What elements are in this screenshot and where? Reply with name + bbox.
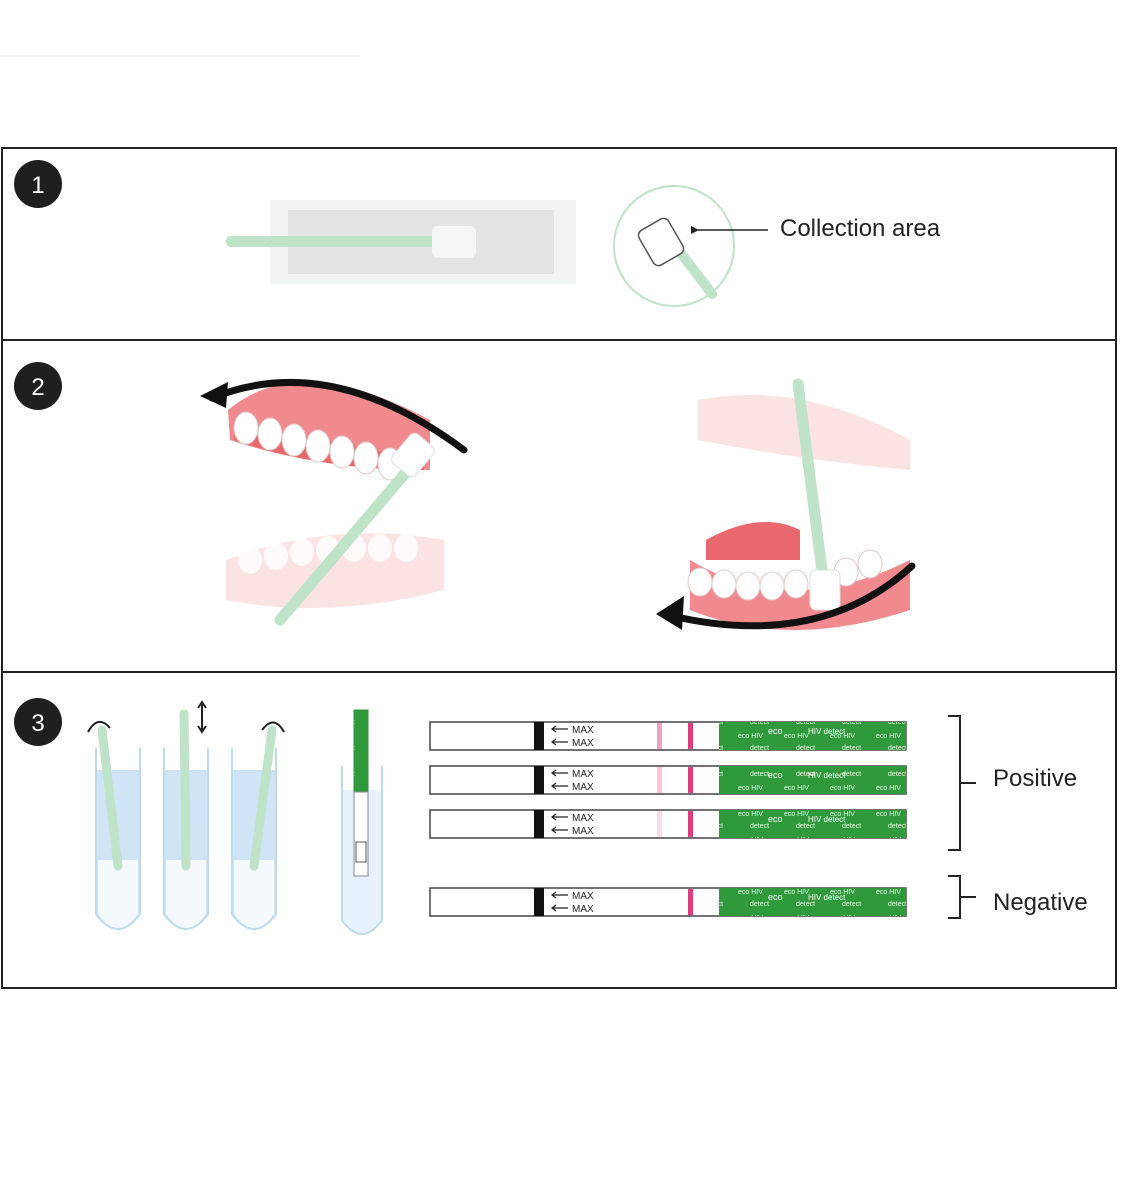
- detect-label: HIV detect: [808, 893, 846, 902]
- max-line: [534, 766, 544, 794]
- arrow-icon: [551, 738, 568, 746]
- max-line: [534, 810, 544, 838]
- strip-handle: [719, 722, 906, 750]
- arrowhead-icon: [656, 596, 684, 630]
- negative-label: Negative: [993, 889, 1088, 916]
- arrow-icon: [551, 813, 568, 821]
- max-label: MAX: [572, 769, 594, 780]
- arrowhead-icon: [200, 382, 228, 408]
- brand-label: eco: [768, 892, 783, 902]
- curved-arrow-icon: [668, 562, 916, 630]
- step-2-panel: 2: [1, 339, 1117, 673]
- curved-arrow-icon: [208, 379, 468, 454]
- rotate-arrow-icon: [261, 721, 285, 733]
- positive-bracket: [948, 715, 976, 851]
- max-label: MAX: [572, 813, 594, 824]
- arrow-icon: [551, 782, 568, 790]
- control-line: [688, 767, 693, 793]
- detect-label: HIV detect: [808, 815, 846, 824]
- test-line: [657, 811, 662, 837]
- arrow-icon: [551, 769, 568, 777]
- detect-label: HIV detect: [808, 727, 846, 736]
- tube-2: [163, 709, 209, 930]
- swab-stick-left: [274, 432, 435, 626]
- brand-label: eco: [768, 726, 783, 736]
- strip-handle: [719, 766, 906, 794]
- strip-handle: [719, 810, 906, 838]
- max-label: MAX: [572, 891, 594, 902]
- max-line: [534, 722, 544, 750]
- detect-label: HIV detect: [808, 771, 846, 780]
- tube-with-test-strip: [341, 709, 383, 935]
- swab-stick-right: [792, 378, 841, 611]
- max-line: [534, 888, 544, 916]
- control-line: [688, 811, 693, 837]
- arrow-icon: [551, 826, 568, 834]
- test-line: [657, 723, 662, 749]
- magnified-swab: [613, 185, 735, 307]
- test-strip: MAX MAX eco HIV detect: [429, 887, 907, 917]
- brand-label: eco: [768, 814, 783, 824]
- collection-area-label: Collection area: [780, 215, 941, 242]
- arrow-icon: [551, 725, 568, 733]
- control-line: [688, 889, 693, 915]
- step-1-panel: 1 Collection area: [1, 147, 1117, 341]
- test-strip: MAX MAX eco HIV detect: [429, 721, 907, 751]
- arrow-icon: [551, 891, 568, 899]
- swab-package: [226, 200, 576, 284]
- arrow-icon: [551, 904, 568, 912]
- step-number: 3: [31, 710, 44, 737]
- negative-bracket: [948, 875, 976, 919]
- tube-1: [95, 725, 141, 930]
- max-label: MAX: [572, 738, 594, 749]
- strip-handle: [719, 888, 906, 916]
- test-strip: MAX MAX eco HIV detect: [429, 765, 907, 795]
- positive-label: Positive: [993, 765, 1077, 792]
- step-3-panel: 3: [1, 671, 1117, 989]
- tube-3: [231, 725, 277, 930]
- step-1-badge: 1: [14, 160, 62, 208]
- max-label: MAX: [572, 782, 594, 793]
- rotate-arrow-icon: [87, 721, 111, 733]
- upper-gum-illustration: [226, 382, 444, 608]
- control-line: [688, 723, 693, 749]
- step-number: 1: [31, 172, 44, 199]
- step-2-badge: 2: [14, 362, 62, 410]
- max-label: MAX: [572, 826, 594, 837]
- brand-label: eco: [768, 770, 783, 780]
- step-3-badge: 3: [14, 698, 62, 746]
- max-label: MAX: [572, 904, 594, 915]
- test-line: [657, 767, 662, 793]
- test-strip: MAX MAX eco HIV detect: [429, 809, 907, 839]
- step-number: 2: [31, 374, 44, 401]
- max-label: MAX: [572, 725, 594, 736]
- up-down-arrow-icon: [197, 700, 207, 734]
